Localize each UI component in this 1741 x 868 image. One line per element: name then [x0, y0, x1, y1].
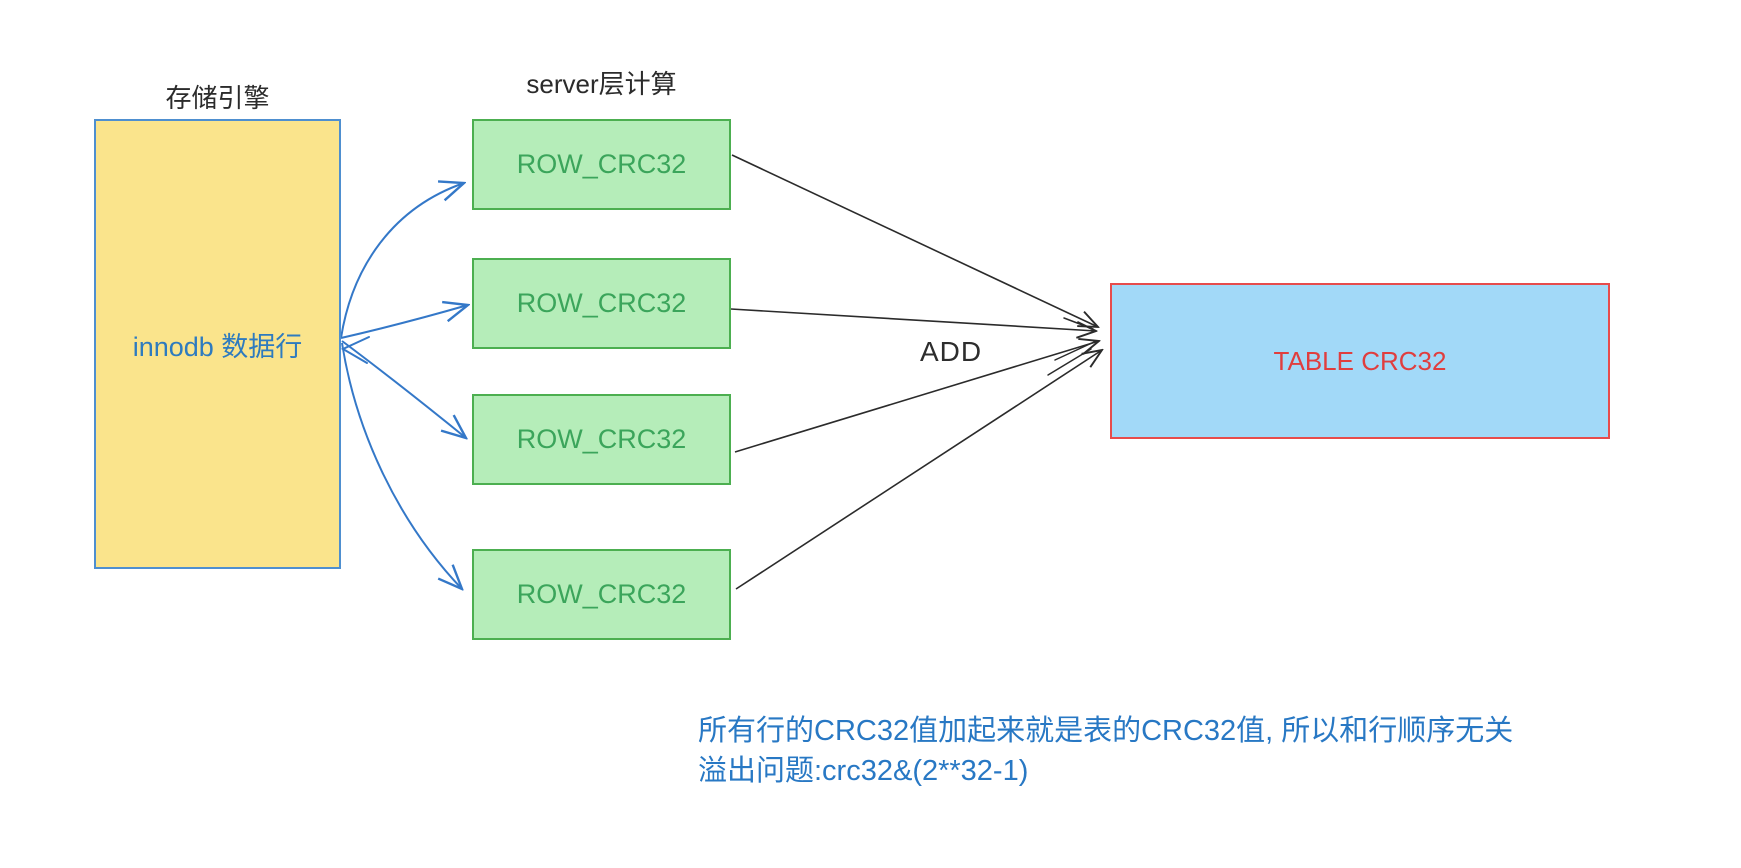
note-line-2: 溢出问题:crc32&(2**32-1)	[698, 755, 1029, 787]
row-crc32-box-2-label: ROW_CRC32	[516, 288, 687, 318]
sum-convergence-tick-1	[1054, 341, 1095, 361]
sum-arrow-from-row-2	[730, 308, 1096, 331]
table-crc32-box: TABLE CRC32	[1110, 283, 1610, 439]
row-crc32-box-3: ROW_CRC32	[472, 394, 731, 485]
row-crc32-box-1-label: ROW_CRC32	[516, 149, 687, 179]
add-operation-label: ADD	[920, 336, 983, 367]
sum-convergence-tick-3	[1063, 317, 1094, 330]
row-crc32-box-2: ROW_CRC32	[472, 258, 731, 349]
server-layer-title: server层计算	[526, 69, 677, 99]
sum-arrow-from-row-4	[735, 350, 1102, 590]
row-crc32-box-4: ROW_CRC32	[472, 549, 731, 640]
flow-origin-arrowhead	[340, 336, 370, 364]
row-crc32-box-3-label: ROW_CRC32	[516, 424, 687, 454]
sum-arrow-from-row-1	[731, 154, 1098, 327]
row-crc32-box-4-label: ROW_CRC32	[516, 579, 687, 609]
flow-arrow-to-row-3	[341, 340, 466, 438]
flow-arrow-to-row-4	[341, 342, 462, 589]
flow-arrow-to-row-2	[340, 305, 468, 339]
table-crc32-box-label: TABLE CRC32	[1273, 345, 1447, 376]
note-line-1: 所有行的CRC32值加起来就是表的CRC32值, 所以和行顺序无关	[698, 715, 1514, 747]
storage-engine-title: 存储引擎	[165, 83, 270, 113]
sum-convergence-tick-2	[1047, 348, 1092, 376]
notes-block: 所有行的CRC32值加起来就是表的CRC32值, 所以和行顺序无关 溢出问题:c…	[698, 711, 1513, 791]
storage-engine-box-label: innodb 数据行	[132, 331, 303, 362]
row-crc32-box-1: ROW_CRC32	[472, 119, 731, 210]
storage-engine-box: innodb 数据行	[94, 119, 341, 569]
sum-arrow-from-row-3	[734, 341, 1099, 453]
flow-arrow-to-row-1	[340, 183, 464, 339]
